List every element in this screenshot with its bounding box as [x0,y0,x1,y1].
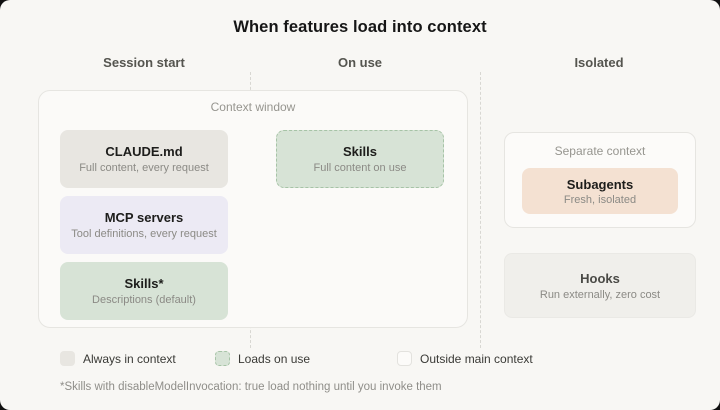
footnote: *Skills with disableModelInvocation: tru… [60,381,442,393]
legend-item-loads-on-use: Loads on use [215,351,310,366]
feature-title: Skills* [124,276,164,291]
column-divider-dashed [480,72,481,348]
feature-box-skills-on-use: Skills Full content on use [276,130,444,188]
column-header-isolated: Isolated [574,55,624,70]
separate-context-panel: Separate context Subagents Fresh, isolat… [504,132,696,228]
legend-item-outside-main-context: Outside main context [397,351,533,366]
column-header-on-use: On use [337,55,383,70]
feature-box-mcp-servers: MCP servers Tool definitions, every requ… [60,196,228,254]
feature-title: CLAUDE.md [105,144,183,159]
feature-subtitle: Fresh, isolated [563,193,637,206]
context-window-label: Context window [210,100,296,114]
feature-box-hooks: Hooks Run externally, zero cost [504,253,696,318]
legend-swatch-outside-icon [397,351,412,366]
feature-subtitle: Full content on use [313,162,407,174]
column-header-session-start: Session start [103,55,185,70]
feature-box-skills-default: Skills* Descriptions (default) [60,262,228,320]
legend-label: Always in context [83,351,176,366]
feature-title: MCP servers [104,210,184,225]
legend-swatch-loads-icon [215,351,230,366]
feature-title: Skills [343,144,377,159]
feature-subtitle: Full content, every request [79,162,209,174]
legend-item-always-in-context: Always in context [60,351,176,366]
legend-swatch-always-icon [60,351,75,366]
legend-label: Loads on use [238,351,311,366]
separate-context-label: Separate context [554,144,646,158]
feature-subtitle: Run externally, zero cost [539,288,661,301]
feature-subtitle: Tool definitions, every request [71,228,217,240]
legend-label: Outside main context [420,351,533,366]
feature-box-subagents: Subagents Fresh, isolated [522,168,678,214]
page-title: When features load into context [233,18,487,36]
feature-box-claude-md: CLAUDE.md Full content, every request [60,130,228,188]
feature-title: Subagents [566,176,634,192]
feature-subtitle: Descriptions (default) [92,294,196,306]
feature-title: Hooks [580,270,620,286]
